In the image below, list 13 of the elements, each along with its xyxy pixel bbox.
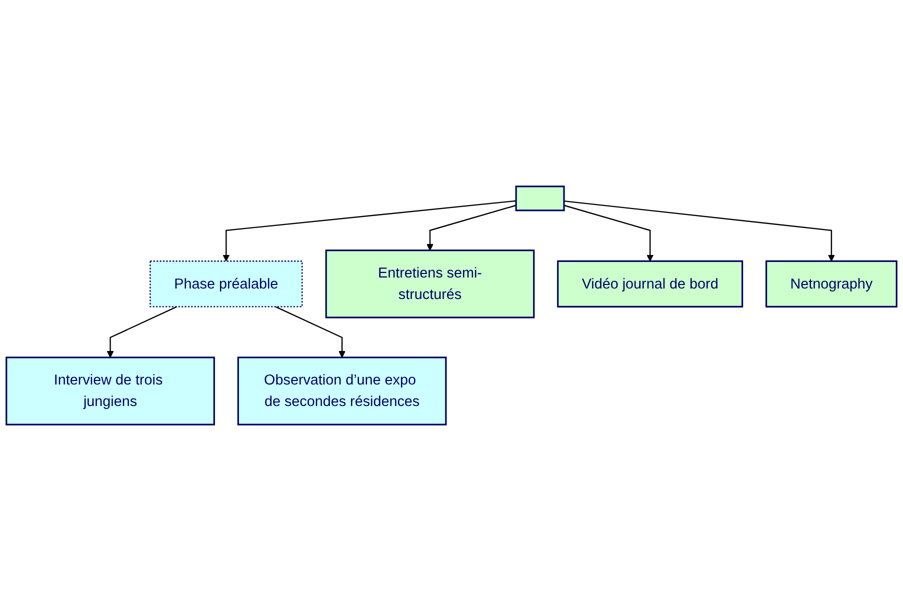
node-box: Entretiens semi-structurés (325, 250, 535, 318)
node-box (515, 186, 565, 212)
node-box: Observation d’une expo de secondes résidences (237, 356, 447, 426)
node-box: Phase préalable (150, 260, 303, 308)
arrow (275, 306, 346, 358)
arrow (564, 200, 835, 262)
arrow (106, 306, 178, 358)
arrow (564, 204, 654, 262)
arrow (222, 200, 516, 262)
node-box: Netnography (765, 260, 898, 308)
node-box: Interview de trois jungiens (6, 356, 215, 426)
node-box: Vidéo journal de bord (557, 260, 744, 308)
arrow (426, 204, 516, 251)
